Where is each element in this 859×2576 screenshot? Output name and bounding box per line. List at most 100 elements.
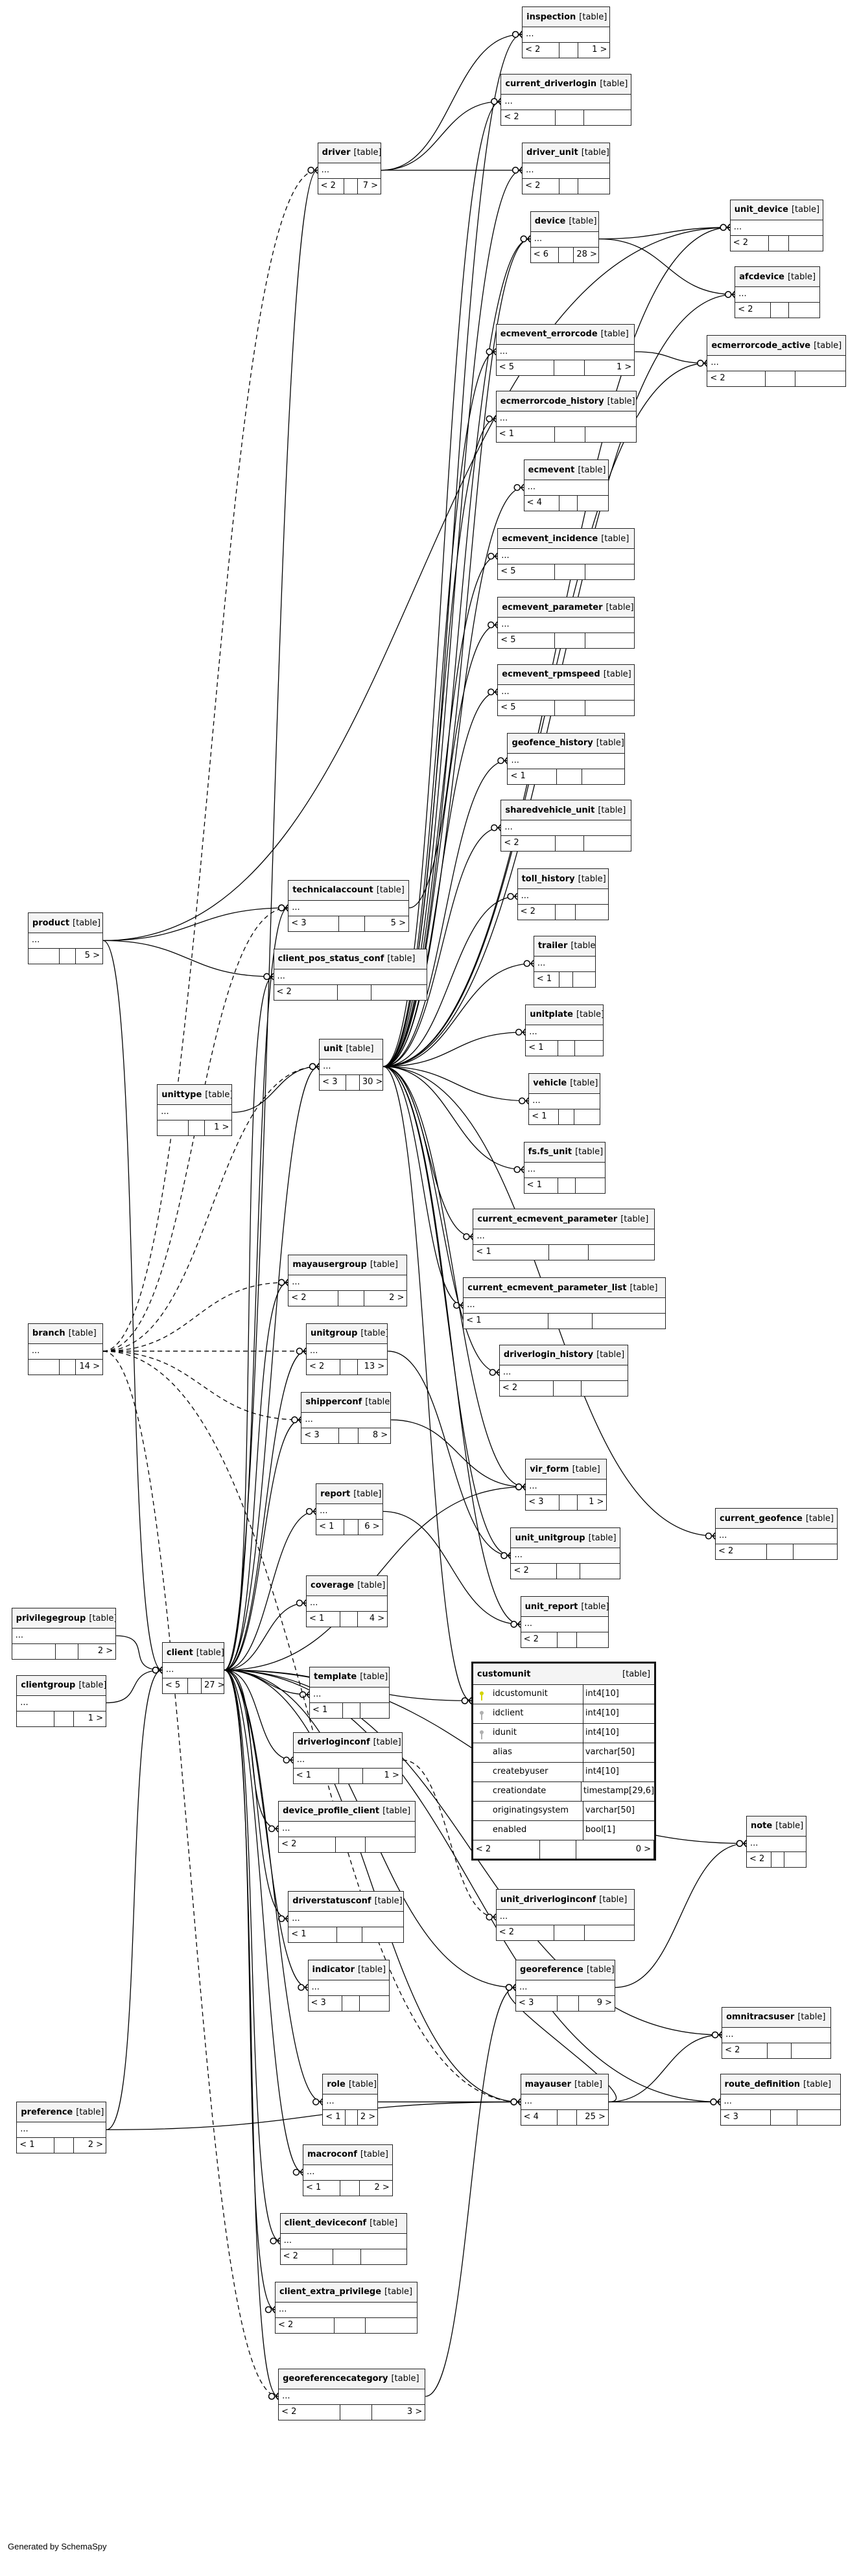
table-driverstatusconf[interactable]: driverstatusconf[table]...< 1 — [288, 1890, 405, 1943]
children-count[interactable]: 8 > — [372, 1430, 388, 1440]
children-count[interactable] — [366, 1837, 415, 1852]
table-template[interactable]: template[table]...< 1 — [309, 1666, 390, 1719]
table-name[interactable]: macroconf — [307, 2150, 357, 2160]
table-name[interactable]: client — [166, 1647, 193, 1658]
table-current-geofence[interactable]: current_geofence[table]...< 2 — [714, 1508, 838, 1561]
children-count[interactable]: 5 > — [390, 918, 406, 928]
table-name[interactable]: driverlogin_history — [503, 1350, 594, 1360]
parents-count[interactable]: < 2 — [288, 1290, 338, 1306]
children-count[interactable] — [577, 1632, 608, 1647]
parents-count[interactable]: < 2 — [274, 984, 338, 1000]
table-name[interactable]: client_pos_status_conf — [277, 954, 384, 964]
table-unittype[interactable]: unittype[table]...1 > — [157, 1084, 233, 1137]
table-name[interactable]: preference — [21, 2107, 73, 2117]
parents-count[interactable]: < 3 — [516, 1995, 558, 2011]
parents-count[interactable]: < 4 — [521, 2110, 558, 2126]
table-fs-fs-unit[interactable]: fs.fs_unit[table]...< 1 — [523, 1141, 606, 1194]
children-count[interactable] — [573, 972, 595, 987]
table-name[interactable]: driver — [322, 148, 351, 158]
children-count[interactable] — [585, 427, 635, 442]
children-count[interactable] — [585, 701, 635, 715]
parents-count[interactable]: < 1 — [508, 769, 557, 784]
table-name[interactable]: client_extra_privilege — [279, 2287, 382, 2297]
children-count[interactable]: 1 > — [589, 1497, 604, 1507]
table-name[interactable]: fs.fs_unit — [528, 1147, 572, 1157]
children-count[interactable] — [585, 1925, 635, 1940]
parents-count[interactable]: < 5 — [497, 360, 555, 375]
table-name[interactable]: clientgroup — [21, 1680, 76, 1691]
parents-count[interactable]: < 2 — [473, 1840, 541, 1859]
parents-count[interactable]: < 3 — [320, 1074, 346, 1090]
table-name[interactable]: afcdevice — [739, 272, 784, 282]
table-toll-history[interactable]: toll_history[table]...< 2 — [517, 868, 609, 921]
table-device-profile-client[interactable]: device_profile_client[table]...< 2 — [278, 1800, 416, 1853]
parents-count[interactable]: < 1 — [323, 2110, 346, 2126]
parents-count[interactable]: < 3 — [309, 1995, 342, 2011]
table-unit-unitgroup[interactable]: unit_unitgroup[table]...< 2 — [510, 1527, 620, 1580]
children-count[interactable] — [361, 2249, 406, 2264]
table-name[interactable]: technicalaccount — [292, 885, 373, 896]
table-branch[interactable]: branch[table]...14 > — [27, 1323, 103, 1375]
children-count[interactable] — [593, 1314, 665, 1329]
table-route-definition[interactable]: route_definition[table]...< 3 — [720, 2074, 841, 2126]
parents-count[interactable] — [158, 1120, 189, 1136]
table-unitplate[interactable]: unitplate[table]...< 1 — [525, 1004, 604, 1056]
table-omnitracsuser[interactable]: omnitracsuser[table]...< 2 — [722, 2006, 832, 2059]
parents-count[interactable]: < 3 — [301, 1428, 339, 1443]
parents-count[interactable]: < 2 — [276, 2317, 335, 2333]
table-driver-unit[interactable]: driver_unit[table]...< 2 — [522, 142, 611, 194]
children-count[interactable] — [366, 2318, 416, 2333]
parents-count[interactable]: < 1 — [497, 427, 556, 443]
children-count[interactable] — [589, 1245, 653, 1260]
table-unit-driverloginconf[interactable]: unit_driverloginconf[table]...< 2 — [495, 1889, 635, 1942]
children-count[interactable]: 2 > — [97, 1646, 113, 1656]
parents-count[interactable]: < 2 — [716, 1544, 767, 1560]
children-count[interactable]: 1 > — [592, 45, 607, 55]
table-name[interactable]: privilegegroup — [16, 1613, 86, 1623]
children-count[interactable]: 7 > — [362, 180, 379, 191]
table-name[interactable]: unit_device — [734, 205, 788, 215]
children-count[interactable]: 5 > — [84, 951, 100, 961]
parents-count[interactable]: < 1 — [316, 1520, 344, 1535]
parents-count[interactable]: < 2 — [279, 2404, 340, 2420]
parents-count[interactable]: < 2 — [281, 2249, 334, 2264]
table-name[interactable]: shipperconf — [305, 1397, 362, 1408]
parents-count[interactable]: < 2 — [307, 1359, 341, 1375]
children-count[interactable]: 2 > — [360, 2112, 376, 2122]
parents-count[interactable]: < 1 — [473, 1245, 550, 1260]
table-name[interactable]: georeference — [520, 1965, 583, 1975]
parents-count[interactable]: < 2 — [501, 836, 556, 852]
table-name[interactable]: branch — [32, 1329, 65, 1339]
table-name[interactable]: route_definition — [724, 2079, 801, 2089]
parents-count[interactable]: < 1 — [303, 2180, 341, 2196]
parents-count[interactable]: < 2 — [707, 371, 766, 387]
parents-count[interactable] — [17, 1711, 54, 1726]
children-count[interactable] — [582, 769, 624, 784]
children-count[interactable]: 27 > — [204, 1680, 225, 1691]
table-ecmerrorcode-active[interactable]: ecmerrorcode_active[table]...< 2 — [707, 335, 846, 388]
parents-count[interactable]: < 1 — [464, 1314, 548, 1329]
parents-count[interactable]: < 3 — [526, 1495, 560, 1511]
table-name[interactable]: vir_form — [530, 1464, 569, 1474]
table-current-ecmevent-parameter[interactable]: current_ecmevent_parameter[table]...< 1 — [473, 1209, 655, 1261]
table-name[interactable]: mayausergroup — [292, 1260, 367, 1270]
children-count[interactable] — [578, 179, 609, 194]
children-count[interactable]: 1 > — [214, 1122, 229, 1133]
parents-count[interactable]: < 4 — [524, 496, 559, 511]
table-name[interactable]: note — [750, 1821, 773, 1831]
table-afcdevice[interactable]: afcdevice[table]...< 2 — [735, 266, 820, 319]
parents-count[interactable]: < 3 — [721, 2110, 771, 2126]
table-name[interactable]: role — [327, 2079, 346, 2089]
table-name[interactable]: mayauser — [524, 2079, 572, 2089]
